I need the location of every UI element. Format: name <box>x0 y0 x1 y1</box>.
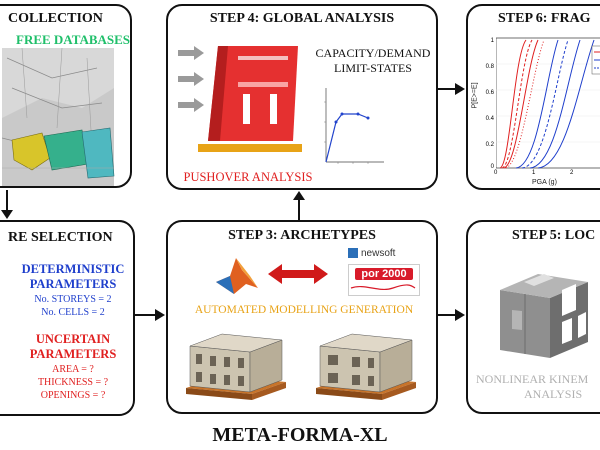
y-tick-0: 0 <box>490 164 494 170</box>
fragility-y-label: P[E>=E] <box>471 82 479 109</box>
por2000-label: por 2000 <box>355 268 413 280</box>
collection-header: COLLECTION <box>8 11 103 26</box>
por2000-wave-icon <box>350 284 416 291</box>
newsoft-mark-icon <box>348 248 358 258</box>
y-tick-0.2: 0.2 <box>485 142 494 148</box>
arrow-right-selection-to-archetypes <box>135 309 165 321</box>
area-label: AREA = ? <box>52 364 94 375</box>
y-tick-1: 1 <box>490 38 494 44</box>
capacity-label-2: LIMIT-STATES <box>334 61 412 75</box>
arrow-up-archetypes-to-global <box>293 191 305 220</box>
y-tick-0.4: 0.4 <box>485 116 494 122</box>
cells-label: No. CELLS = 2 <box>41 307 105 318</box>
fragility-x-ticks: 0 1 2 <box>494 170 600 180</box>
x-tick-1: 1 <box>532 170 536 176</box>
database-map-image <box>2 48 115 186</box>
fragility-y-ticks: 1 0.8 0.6 0.4 0.2 0 <box>484 36 494 170</box>
storeys-label: No. STOREYS = 2 <box>34 294 112 305</box>
selection-box: RE SELECTION DETERMINISTIC PARAMETERS No… <box>0 220 135 416</box>
arrow-right-global-to-fragility <box>437 83 465 95</box>
fragility-header: STEP 6: FRAG <box>498 11 591 26</box>
fragility-curves-chart <box>496 37 600 169</box>
kinematic-building-image <box>500 274 588 358</box>
matlab-logo-icon <box>216 258 258 294</box>
thickness-label: THICKNESS = ? <box>37 377 109 388</box>
double-arrow-icon <box>268 264 328 284</box>
nonlinear-label-1: NONLINEAR KINEM <box>476 372 589 386</box>
fragility-x-label: PGA (g) <box>532 179 557 186</box>
diagram-title: META-FORMA-XL <box>212 424 388 446</box>
y-tick-0.8: 0.8 <box>485 64 494 70</box>
newsoft-label: newsoft <box>361 247 396 259</box>
x-tick-0: 0 <box>494 170 498 176</box>
collection-box: COLLECTION FREE DATABASES <box>0 4 132 188</box>
openings-label: OPENINGS = ? <box>40 390 106 401</box>
por2000-logo: por 2000 <box>348 264 420 296</box>
fragility-box: STEP 6: FRAG P[E>=E] 1 0.8 0.6 0.4 0.2 0 <box>466 4 600 190</box>
nonlinear-label-2: ANALYSIS <box>524 387 583 401</box>
x-tick-2: 2 <box>570 170 574 176</box>
archetypes-header: STEP 3: ARCHETYPES <box>228 228 376 243</box>
y-tick-0.6: 0.6 <box>485 90 494 96</box>
archetypes-box: STEP 3: ARCHETYPES newsoft por 2000 AUTO… <box>166 220 438 414</box>
load-arrows-icon <box>178 46 204 112</box>
free-databases-label: FREE DATABASES <box>16 32 131 47</box>
capacity-curve-chart <box>324 88 384 164</box>
deterministic-label-1: DETERMINISTIC <box>21 262 125 276</box>
uncertain-label-1: UNCERTAIN <box>35 332 111 346</box>
global-analysis-box: STEP 4: GLOBAL ANALYSIS CAPACITY/DEMAND … <box>166 4 438 190</box>
pushover-label: PUSHOVER ANALYSIS <box>183 170 313 184</box>
capacity-label-1: CAPACITY/DEMAND <box>315 46 431 60</box>
arrow-right-archetypes-to-local <box>437 309 465 321</box>
local-analysis-header: STEP 5: LOC <box>512 228 596 243</box>
pushover-wall-image <box>198 46 302 152</box>
arrow-down-collection-to-selection <box>1 190 13 219</box>
newsoft-logo: newsoft <box>348 246 395 260</box>
global-analysis-header: STEP 4: GLOBAL ANALYSIS <box>209 11 395 26</box>
selection-header: RE SELECTION <box>8 230 113 245</box>
building-model-1-image <box>186 333 286 400</box>
uncertain-label-2: PARAMETERS <box>29 347 117 361</box>
building-model-2-image <box>316 333 416 400</box>
local-analysis-box: STEP 5: LOC NONLINEAR KINEM ANALYSIS <box>466 220 600 414</box>
deterministic-label-2: PARAMETERS <box>29 277 117 291</box>
modelling-label: AUTOMATED MODELLING GENERATION <box>194 304 414 316</box>
